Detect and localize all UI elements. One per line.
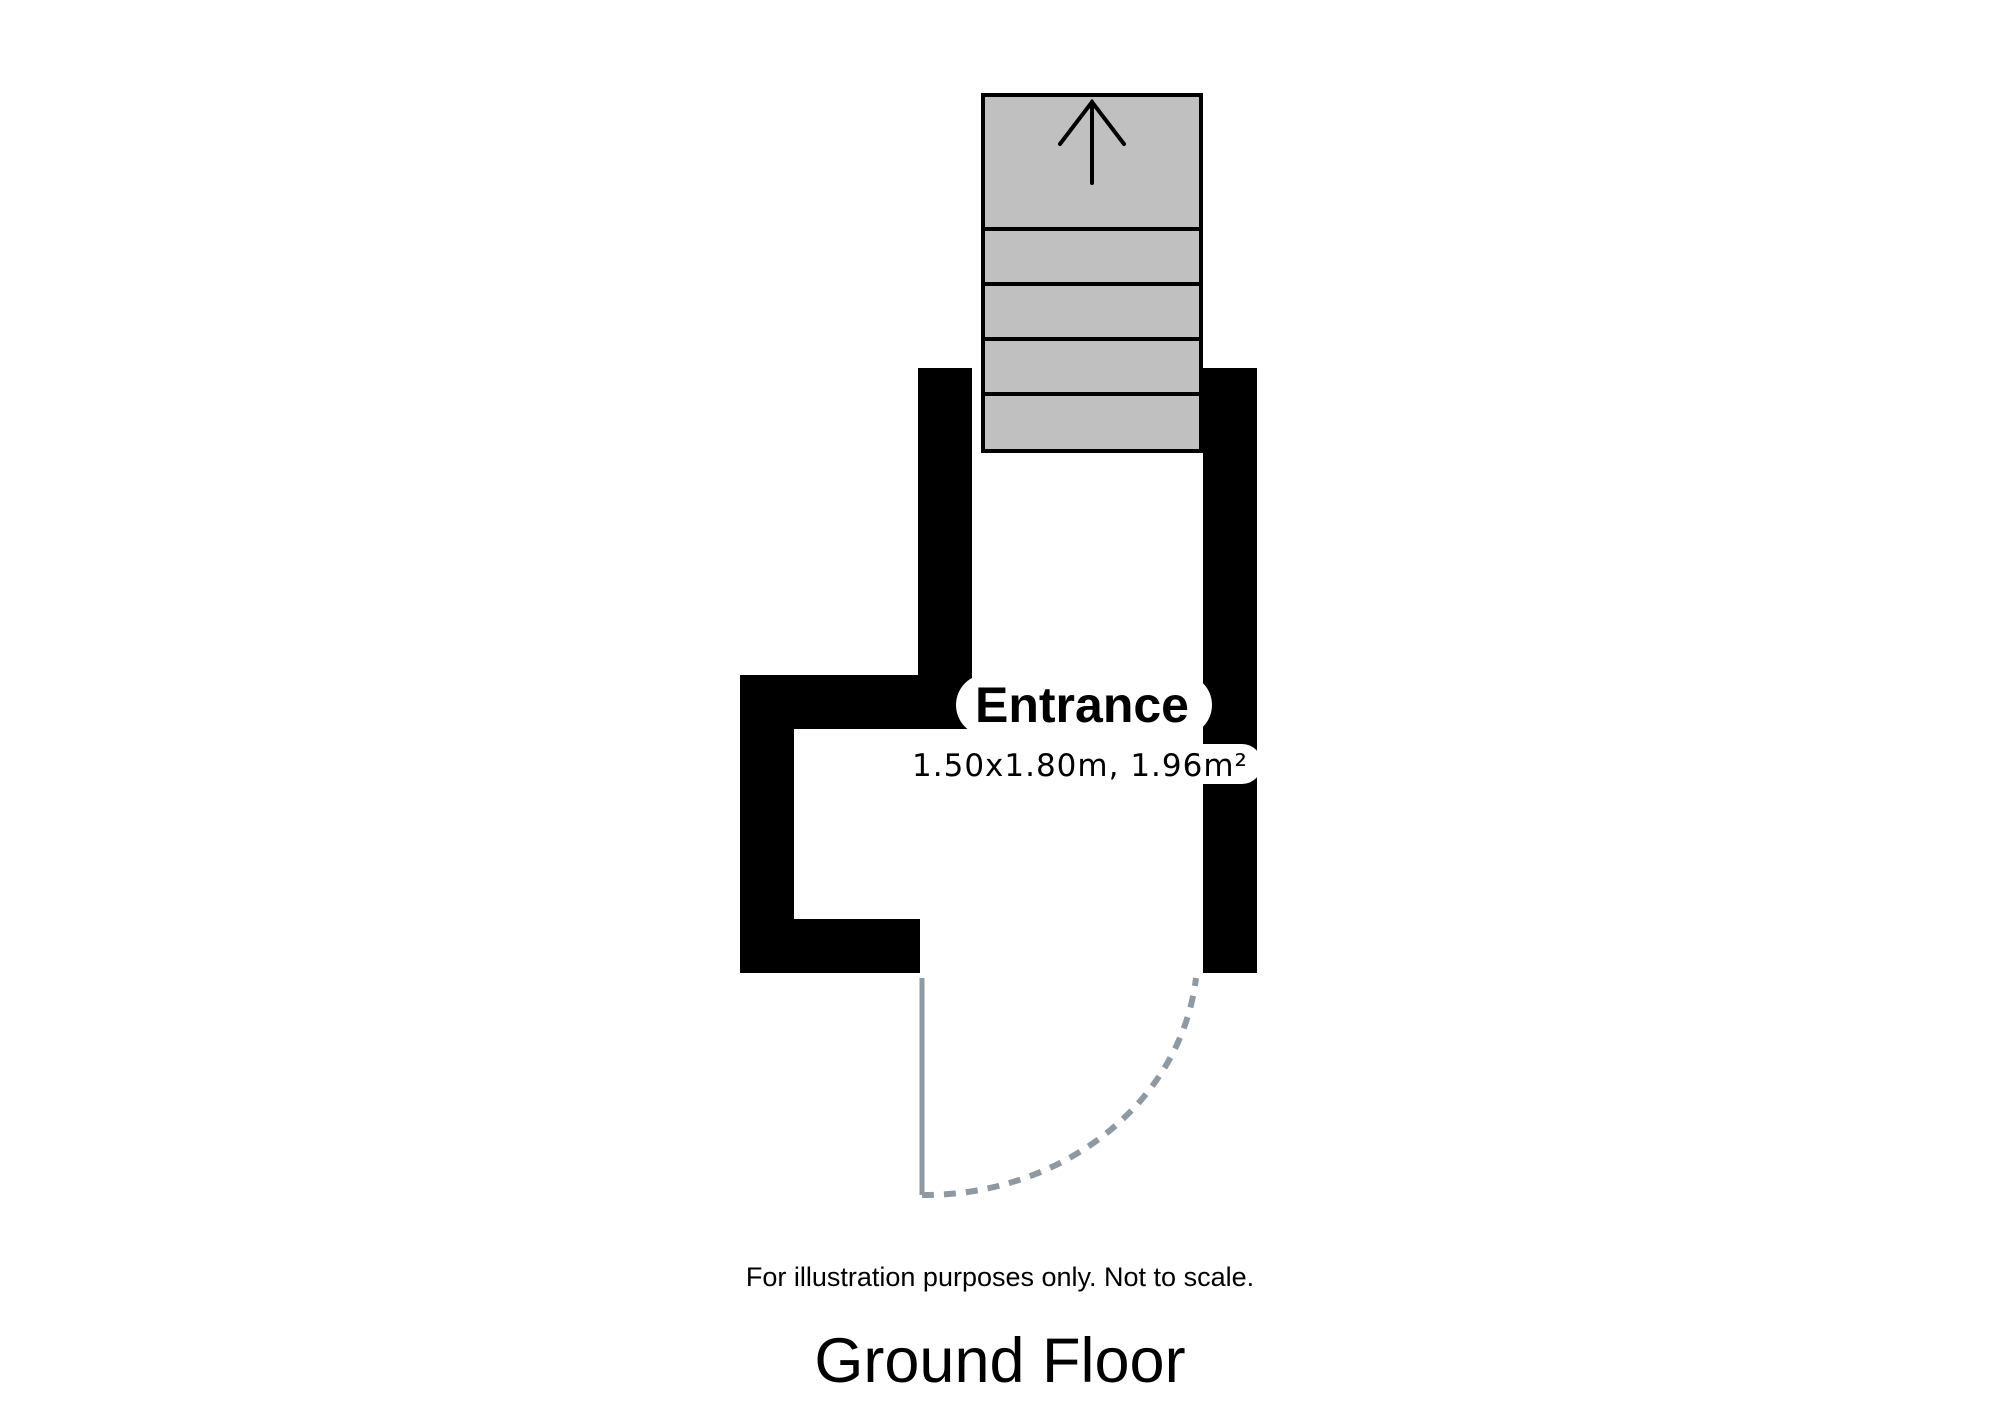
floor-title: Ground Floor — [814, 1326, 1186, 1396]
arrow-up-icon — [1058, 98, 1126, 185]
wall-right — [1203, 368, 1257, 973]
wall-alcove-bottom — [740, 919, 920, 973]
wall-right-end — [1203, 919, 1257, 973]
door-swing — [919, 977, 1199, 1199]
stairs — [981, 93, 1203, 453]
room-dimensions: 1.50x1.80m, 1.96m² — [912, 748, 1248, 784]
door-arc — [921, 977, 1199, 1199]
door-opening — [920, 919, 1203, 979]
walls — [740, 368, 1257, 973]
disclaimer-text: For illustration purposes only. Not to s… — [745, 1262, 1255, 1292]
room-dimensions-background — [898, 744, 1262, 784]
room-name-background — [956, 674, 1212, 736]
wall-left-upper — [918, 368, 972, 713]
room-name: Entrance — [975, 677, 1189, 733]
